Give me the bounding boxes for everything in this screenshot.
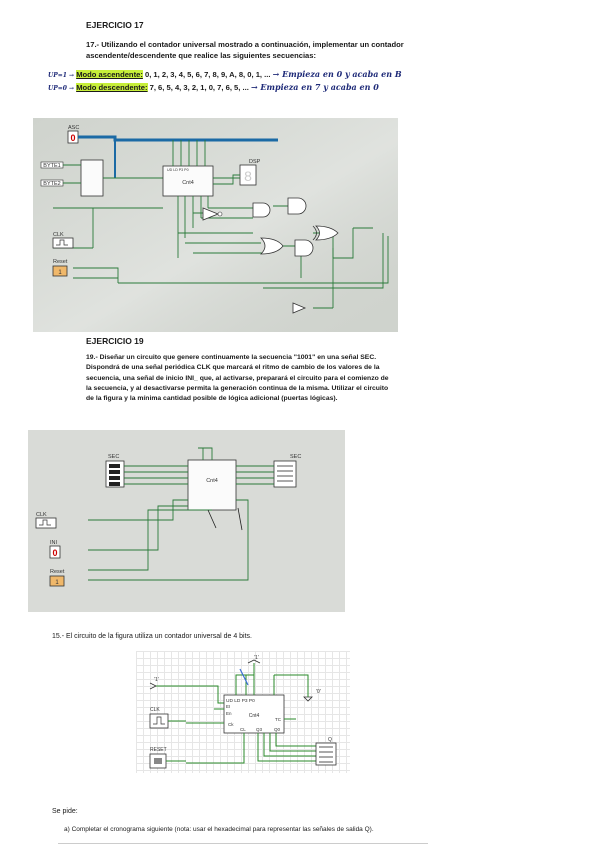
reset-label: Reset — [53, 259, 68, 265]
asc-label: Modo ascendente: — [76, 70, 143, 79]
circuit-photo-2: SEC Cnt4 SEC — [28, 430, 345, 612]
cnt-label: Cnt4 — [182, 180, 194, 186]
ex17-statement: 17.- Utilizando el contador universal mo… — [86, 40, 526, 61]
ini-label: INI — [50, 540, 58, 546]
seven-seg-display: DSP 8 — [239, 159, 261, 186]
q-output: Q — [315, 737, 337, 766]
and-gate-1 — [252, 202, 271, 218]
ex17-desc-line: UP=0 → Modo descendente: 7, 6, 5, 4, 3, … — [48, 82, 379, 95]
q0-label: Q0 — [274, 727, 281, 732]
svg-text:1: 1 — [55, 580, 59, 586]
byte2-input: BYTE2 — [40, 179, 64, 187]
one-left-label: '1' — [154, 677, 159, 683]
svg-text:8: 8 — [244, 168, 252, 184]
desc-note: UP=0 → — [48, 85, 75, 92]
circuit-2-schematic: SEC Cnt4 SEC — [28, 430, 345, 612]
ei-label: EI — [226, 704, 230, 709]
asc-note: UP=1 → — [48, 72, 75, 79]
sec-output-leds: SEC — [273, 454, 301, 488]
cnt4-counter: UD LD P3 P0 Cnt4 — [162, 165, 214, 197]
ini-input: INI 0 — [49, 540, 61, 559]
desc-sequence: 7, 6, 5, 4, 3, 2, 1, 0, 7, 6, 5, ... — [147, 83, 249, 92]
cnt-label: Cnt4 — [249, 713, 260, 719]
clk-input: CLK — [52, 232, 74, 249]
clk-label: CLK — [36, 512, 47, 518]
ex17-statement-line2: ascendente/descendente que realice las s… — [86, 50, 317, 60]
timing-chart-edge — [58, 843, 428, 849]
reset-source: RESET — [149, 747, 186, 769]
byte1-input: BYTE1 — [40, 161, 64, 169]
ex19-line: secuencia, una señal de inicio INI_ que,… — [86, 374, 389, 382]
tc-label: TC — [275, 717, 282, 722]
one-top-label: '1' — [254, 655, 259, 661]
clk-label: CLK — [53, 232, 64, 238]
ex19-line: de la figura y la mínima cantidad posibl… — [86, 395, 338, 403]
cnt-pins-label: UD LD P3 P0 — [167, 168, 189, 172]
logic-zero: '0' — [303, 681, 321, 702]
item-a: a) Completar el cronograma siguiente (no… — [64, 826, 374, 833]
dsp-label: DSP — [249, 159, 261, 165]
reset-input: Reset 1 — [52, 259, 68, 277]
svg-text:1: 1 — [58, 270, 62, 276]
ex19-line: 19.- Diseñar un circuito que genere cont… — [86, 354, 377, 361]
reset-label: Reset — [50, 569, 65, 575]
ex15-statement: 15.- El circuito de la figura utiliza un… — [52, 633, 252, 640]
ex17-header: EJERCICIO 17 — [86, 20, 144, 30]
asc-input: ASC 0 — [67, 125, 79, 144]
clk-source: CLK — [149, 707, 186, 729]
asc-sequence: 0, 1, 2, 3, 4, 5, 6, 7, 8, 9, A, 8, 0, 1… — [142, 70, 271, 79]
desc-label: Modo descendente: — [76, 83, 148, 92]
ex19-line: Dispondrá de una señal periódica CLK que… — [86, 364, 380, 372]
clk-input-2: CLK — [35, 512, 57, 529]
cnt4-counter-2: Cnt4 — [187, 459, 237, 511]
or-gate — [260, 237, 284, 255]
se-pide-label: Se pide: — [52, 808, 78, 815]
ex19-header: EJERCICIO 19 — [86, 336, 144, 346]
byte2-label: BYTE2 — [43, 181, 60, 187]
sec-input-switches: SEC — [105, 454, 125, 488]
cnt-pins-top: UD LD P3 P0 — [226, 698, 255, 704]
circuit-photo-1: ASC 0 BYTE1 BYTE2 UD LD P3 P0 Cnt4 — [33, 118, 398, 332]
sec-out-label: SEC — [290, 454, 301, 460]
cnt4-counter-15: UD LD P3 P0 EI En Cnt4 TC Ck CL Q3 Q0 — [223, 694, 285, 734]
desc-handwritten-note: → Empieza en 7 y acaba en 0 — [250, 82, 379, 92]
sec-in-label: SEC — [108, 454, 119, 460]
en-label: En — [226, 711, 232, 716]
not-gate — [202, 207, 223, 221]
wires-15 — [186, 674, 316, 764]
buffer-gate — [292, 302, 307, 314]
svg-text:0: 0 — [70, 133, 75, 143]
logic-one-top: '1' — [247, 655, 261, 675]
q3-label: Q3 — [256, 727, 263, 732]
ck-label: Ck — [228, 722, 234, 727]
ex17-statement-line1: 17.- Utilizando el contador universal mo… — [86, 40, 404, 49]
clk-label: CLK — [150, 707, 160, 713]
svg-text:0: 0 — [52, 548, 57, 558]
ex17-asc-line: UP=1 → Modo ascendente: 0, 1, 2, 3, 4, 5… — [48, 69, 402, 82]
and-gate-2 — [287, 197, 307, 215]
multiplexer — [63, 159, 163, 197]
asc-label: ASC — [68, 125, 79, 131]
zero-label: '0' — [316, 689, 321, 695]
wires-2 — [88, 447, 274, 581]
reset-input-2: Reset 1 — [49, 569, 65, 587]
xor-gate — [312, 225, 339, 241]
and-gate-3 — [294, 239, 314, 257]
ex19-statement: 19.- Diseñar un circuito que genere cont… — [86, 353, 416, 404]
asc-handwritten-note: → Empieza en 0 y acaba en B — [272, 69, 402, 79]
cl-label: CL — [240, 727, 246, 732]
ex19-line: la secuencia, y al desactivarse permita … — [86, 384, 389, 392]
cnt-label: Cnt4 — [206, 478, 218, 484]
circuit-1-schematic: ASC 0 BYTE1 BYTE2 UD LD P3 P0 Cnt4 — [33, 118, 398, 332]
byte1-label: BYTE1 — [43, 163, 60, 169]
logic-one-left: '1' — [149, 677, 224, 704]
circuit-15-schematic: '1' '1' '0' UD LD P3 P0 EI En Cnt4 TC Ck… — [149, 655, 337, 769]
reset-label: RESET — [150, 747, 167, 753]
circuit-diagram-15: '1' '1' '0' UD LD P3 P0 EI En Cnt4 TC Ck… — [136, 651, 350, 773]
q-label: Q — [328, 737, 332, 743]
